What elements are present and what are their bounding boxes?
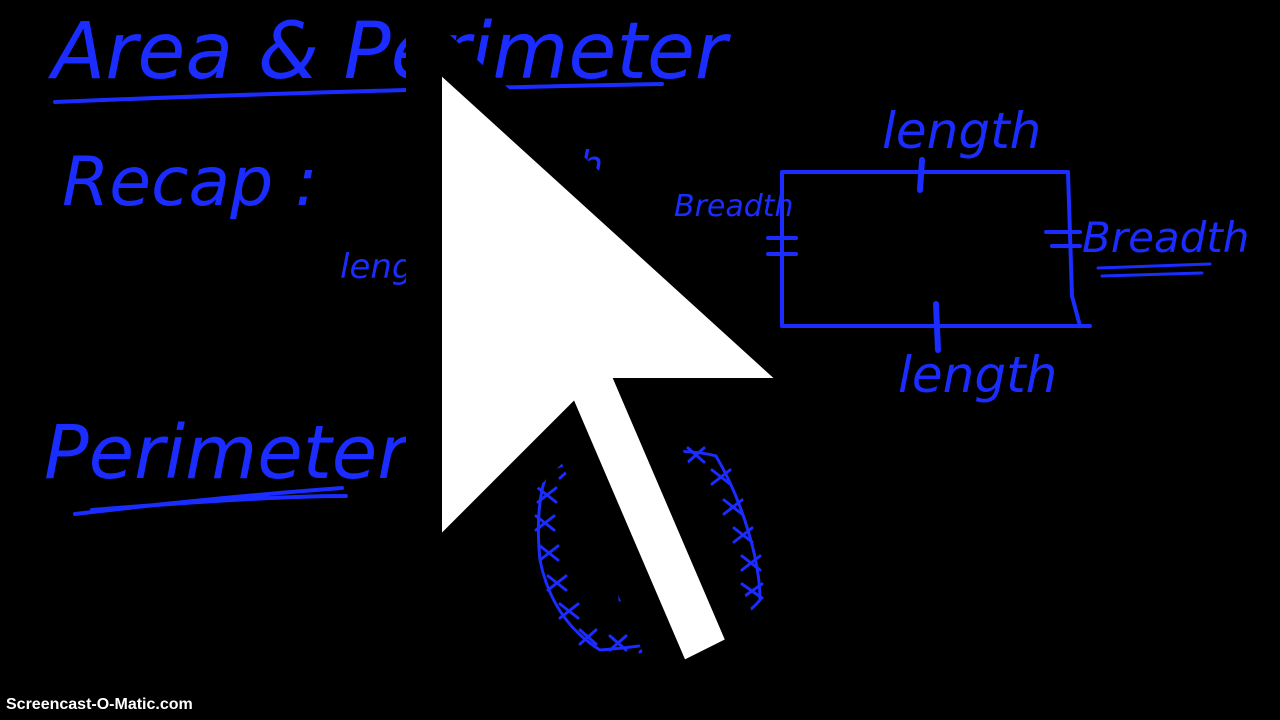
- rect-right-label: Breadth: [1082, 213, 1249, 262]
- question-label: Perimeter: [44, 410, 412, 496]
- watermark-text: Screencast-O-Matic.com: [6, 696, 193, 713]
- title-text: Area & Perimeter: [47, 7, 732, 97]
- title-underline: [53, 82, 664, 104]
- rectangle-shape: [766, 157, 1212, 353]
- rect-bottom-label: length: [898, 346, 1057, 404]
- rect-left-label: Breadth: [674, 189, 794, 224]
- rect-top-label: length: [882, 102, 1041, 160]
- question-underline: [73, 486, 348, 516]
- recap-label: Recap :: [62, 143, 318, 222]
